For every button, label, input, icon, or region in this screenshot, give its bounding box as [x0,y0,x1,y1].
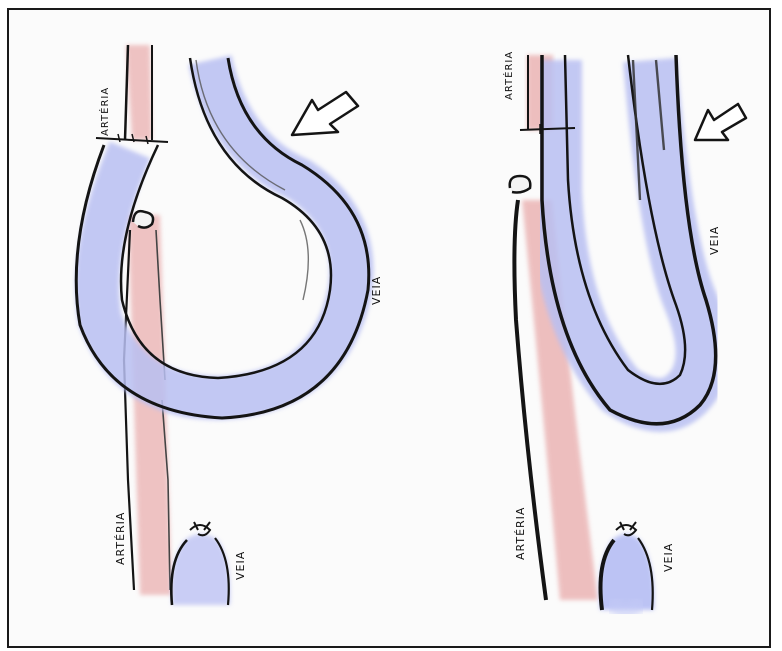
right-vein-u [555,60,703,405]
right-arrow-icon [695,104,746,140]
left-panel: ARTÉRIA VEIA ARTÉRIA VEIA [76,45,383,605]
left-artery-band [126,45,172,595]
right-panel: ARTÉRIA VEIA ARTÉRIA VEIA [502,51,746,613]
right-artery-ligature [510,176,531,193]
left-artery-top-label: ARTÉRIA [98,87,111,136]
right-vein-stump [599,534,654,610]
right-artery-bottom-label: ARTÉRIA [514,507,527,560]
left-vein-right-label: VEIA [370,276,383,305]
right-vein-stump-ligature [616,522,636,535]
right-vein-bottom-label: VEIA [662,543,675,572]
left-arrow-icon [292,92,358,135]
right-vein-right-label: VEIA [708,226,721,255]
left-vein-stump-ligature [190,522,210,535]
left-artery-bottom-label: ARTÉRIA [114,512,127,565]
left-artery-wall-left [125,45,128,140]
left-vein-bottom-label: VEIA [234,551,247,580]
left-vein-stump [171,534,230,605]
right-artery-top-label: ARTÉRIA [502,51,515,100]
